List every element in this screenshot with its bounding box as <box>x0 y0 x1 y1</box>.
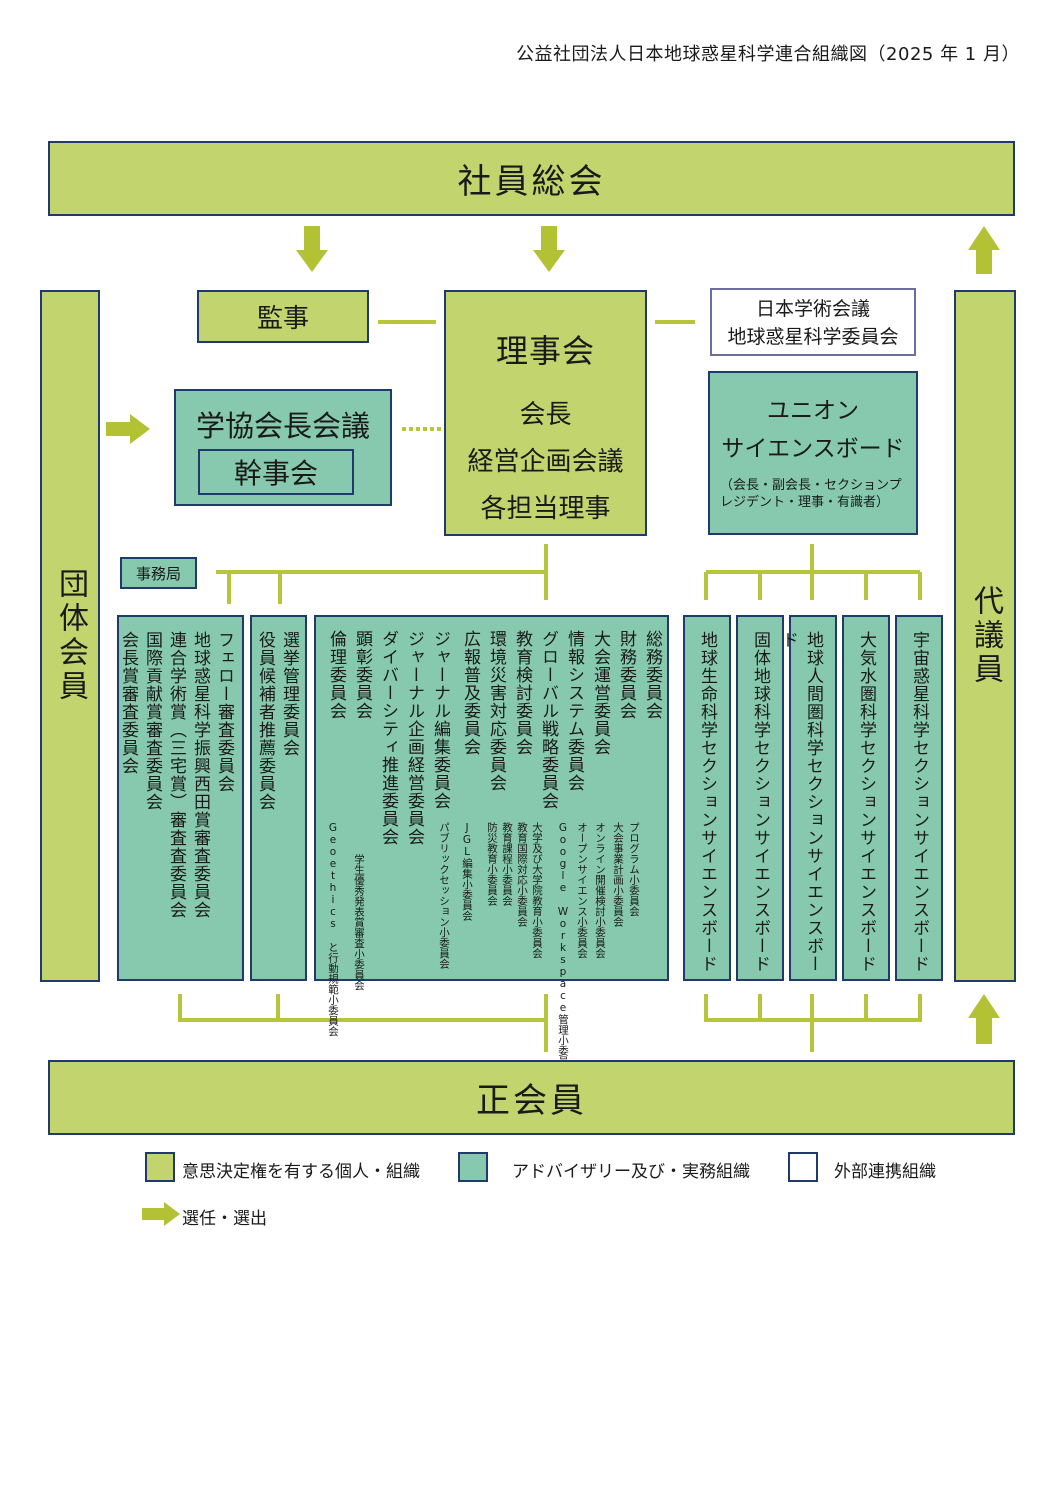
group-members-box: 団体会員 <box>40 290 100 982</box>
general-assembly-label: 社員総会 <box>457 162 606 202</box>
subcommittee-item: 学生優秀発表賞審査小委員会 <box>353 854 365 991</box>
board-label: 理事会 <box>495 332 595 370</box>
regular-members-box: 正会員 <box>48 1060 1015 1135</box>
board-member: 各担当理事 <box>480 494 611 524</box>
standing-committees-box <box>314 615 669 981</box>
group-members-label: 団体会員 <box>53 568 88 704</box>
auditor-box: 監事 <box>197 290 369 343</box>
legend-external: 外部連携組織 <box>834 1162 936 1182</box>
scj-box: 日本学術会議 地球惑星科学委員会 <box>710 288 916 356</box>
secretariat-label: 事務局 <box>135 564 181 583</box>
subcommittee-item: 防災教育小委員会 <box>486 822 498 906</box>
arrow-down-board <box>533 226 565 272</box>
committee-item: 広報普及委員会 <box>460 630 480 756</box>
committee-item: 地球惑星科学振興西田賞審査委員会 <box>190 631 210 919</box>
society-council-label: 学協会長会議 <box>195 409 370 443</box>
section-board-label: 地球人間圏科学セクションサイエンスボード <box>778 631 823 973</box>
arrow-right-group <box>106 414 150 444</box>
regular-members-label: 正会員 <box>476 1081 587 1121</box>
union-board-line2: サイエンスボード <box>721 436 905 462</box>
election-committees-box: 選挙管理委員会 役員候補者推薦委員会 <box>250 615 307 981</box>
committee-item: 倫理委員会 <box>326 630 346 720</box>
page-title: 公益社団法人日本地球惑星科学連合組織図（2025 年 1 月） <box>516 44 1020 65</box>
arrow-down-auditor <box>296 226 328 272</box>
arrow-legend <box>142 1202 180 1226</box>
section-board-label: 固体地球科学セクションサイエンスボード <box>750 631 770 973</box>
subcommittee-item: 教育課程小委員会 <box>501 822 513 906</box>
committee-item: 選挙管理委員会 <box>279 631 299 757</box>
scj-line2: 地球惑星科学委員会 <box>727 326 899 348</box>
subcommittee-item: Google Workspace管理小委員会 <box>557 822 569 1077</box>
section-board-label: 地球生命科学セクションサイエンスボード <box>697 631 717 973</box>
subcommittee-item: オープンサイエンス小委員会 <box>576 822 588 959</box>
committee-item: 財務委員会 <box>616 630 636 720</box>
auditor-label: 監事 <box>256 304 309 334</box>
committee-item: ジャーナル企画経営委員会 <box>404 630 424 846</box>
scj-line1: 日本学術会議 <box>755 298 870 320</box>
board-box: 理事会 会長 経営企画会議 各担当理事 <box>444 290 647 536</box>
subcommittee-item: オンライン開催検討小委員会 <box>594 822 606 959</box>
committee-item: グローバル戦略委員会 <box>538 630 558 810</box>
board-member: 経営企画会議 <box>467 447 624 477</box>
society-council-box: 学協会長会議 幹事会 <box>174 389 392 506</box>
committee-item: 国際貢献賞審査委員会 <box>142 631 162 811</box>
committee-item: 総務委員会 <box>642 630 662 720</box>
section-board-label: 宇宙惑星科学セクションサイエンスボード <box>909 631 929 973</box>
subcommittee-item: プログラム小委員会 <box>628 822 640 917</box>
secretaries-box: 幹事会 <box>198 449 354 495</box>
arrow-up-delegates <box>968 226 1000 274</box>
legend-swatch-external <box>788 1152 818 1182</box>
arrow-up-regular <box>968 994 1000 1044</box>
awards-committees-box: フェロー審査委員会 地球惑星科学振興西田賞審査委員会 連合学術賞（三宅賞）審査査… <box>117 615 244 981</box>
secretaries-label: 幹事会 <box>233 457 318 490</box>
committee-item: 環境災害対応委員会 <box>486 630 506 792</box>
committee-item: 情報システム委員会 <box>564 630 584 792</box>
legend-advisory: アドバイザリー及び・実務組織 <box>512 1162 750 1182</box>
committee-item: 大会運営委員会 <box>590 630 610 756</box>
delegates-label: 代議員 <box>968 585 1003 687</box>
union-board-note: （会長・副会長・セクションプレジデント・理事・有識者） <box>720 478 902 510</box>
legend-swatch-decision <box>145 1152 175 1182</box>
committee-item: フェロー審査委員会 <box>214 631 234 793</box>
union-board-line1: ユニオン <box>767 398 859 424</box>
section-board: 地球生命科学セクションサイエンスボード <box>683 615 731 981</box>
committee-item: 連合学術賞（三宅賞）審査査委員会 <box>166 631 186 919</box>
legend-swatch-advisory <box>458 1152 488 1182</box>
general-assembly-box: 社員総会 <box>48 141 1015 216</box>
subcommittee-item: Geoethics と行動規範小委員会 <box>327 822 339 1037</box>
section-board: 宇宙惑星科学セクションサイエンスボード <box>895 615 943 981</box>
section-board: 大気水圏科学セクションサイエンスボード <box>842 615 890 981</box>
subcommittee-item: 大会事業計画小委員会 <box>612 822 624 927</box>
section-board: 地球人間圏科学セクションサイエンスボード <box>778 615 837 981</box>
secretariat-box: 事務局 <box>120 557 197 589</box>
subcommittee-item: 大学及び大学院教育小委員会 <box>531 822 543 959</box>
delegates-box: 代議員 <box>954 290 1016 982</box>
section-board: 固体地球科学セクションサイエンスボード <box>736 615 784 981</box>
committee-item: 教育検討委員会 <box>512 630 532 756</box>
committee-item: ダイバーシティ推進委員会 <box>378 630 398 846</box>
committee-item: 顕彰委員会 <box>352 630 372 720</box>
section-board-label: 大気水圏科学セクションサイエンスボード <box>856 631 876 973</box>
board-member: 会長 <box>519 400 572 430</box>
committee-item: 会長賞審査委員会 <box>118 631 138 775</box>
committee-item: ジャーナル編集委員会 <box>430 630 450 810</box>
union-board-box: ユニオン サイエンスボード （会長・副会長・セクションプレジデント・理事・有識者… <box>708 371 918 535</box>
committee-item: 役員候補者推薦委員会 <box>255 631 275 811</box>
subcommittee-item: パブリックセッション小委員会 <box>438 822 450 969</box>
legend-arrow: 選任・選出 <box>182 1209 267 1229</box>
subcommittee-item: JGL編集小委員会 <box>461 822 473 921</box>
legend-decision: 意思決定権を有する個人・組織 <box>182 1162 420 1182</box>
subcommittee-item: 教育国際対応小委員会 <box>516 822 528 927</box>
